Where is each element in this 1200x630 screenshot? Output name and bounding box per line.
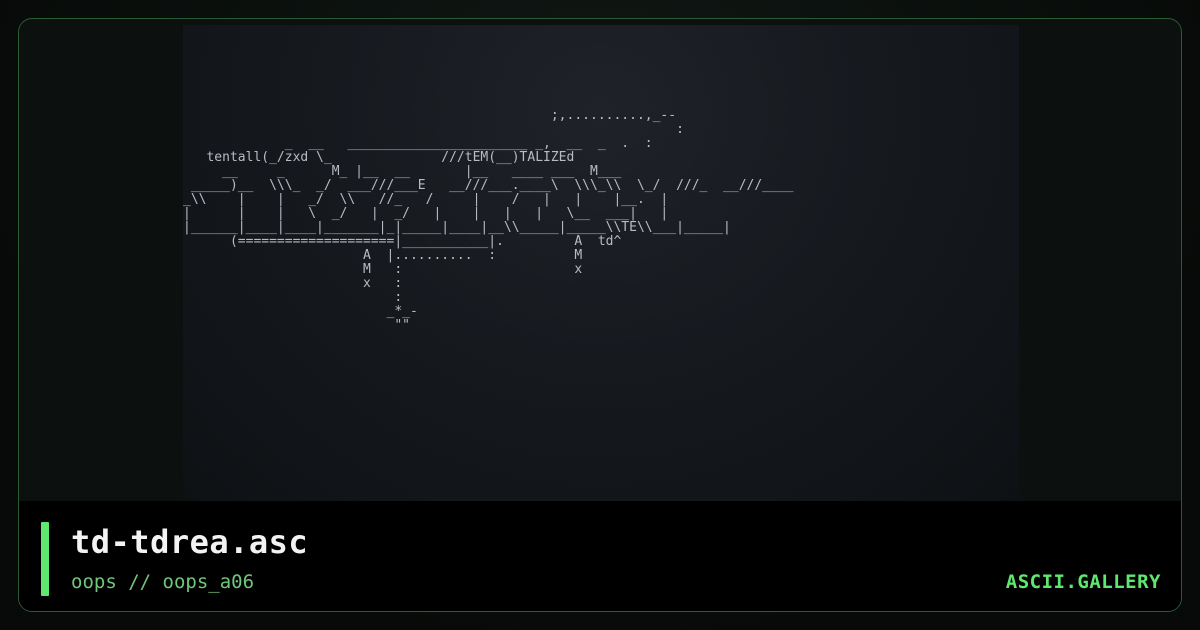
card-footer: td-tdrea.asc oops // oops_a06 ASCII.GALL… — [19, 501, 1181, 611]
brand-label[interactable]: ASCII.GALLERY — [1005, 571, 1161, 593]
ascii-art-text: ;,..........,_-- : _ __ ________________… — [183, 108, 794, 333]
ascii-art-preview[interactable]: ;,..........,_-- : _ __ ________________… — [183, 25, 1019, 501]
gallery-card: ;,..........,_-- : _ __ ________________… — [18, 18, 1182, 612]
file-title: td-tdrea.asc — [71, 523, 309, 561]
author-subtitle: oops // oops_a06 — [71, 571, 255, 593]
accent-bar — [41, 522, 49, 596]
